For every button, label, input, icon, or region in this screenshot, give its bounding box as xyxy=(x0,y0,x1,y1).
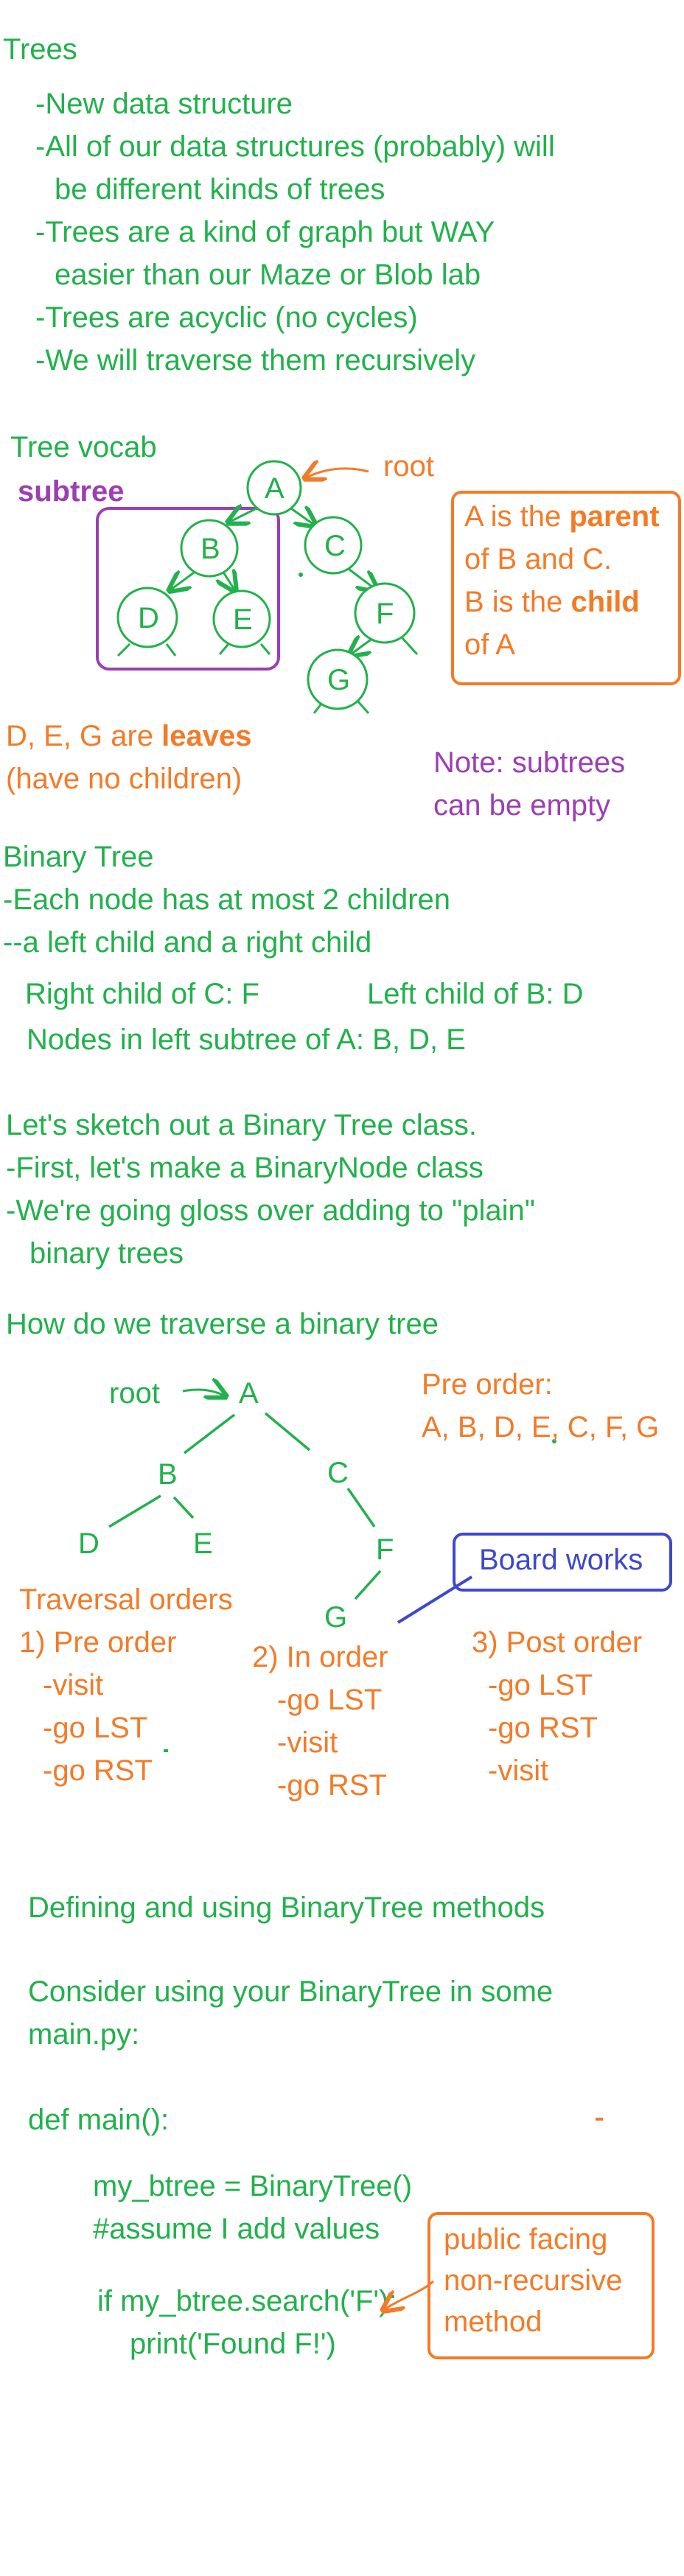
section-title-trees: Trees xyxy=(3,33,77,66)
traverse-node-a: A xyxy=(239,1377,259,1410)
binary-tree-title: Binary Tree xyxy=(3,841,154,873)
subtrees-note-line-1: Note: subtrees xyxy=(433,746,626,779)
vocab-node-g xyxy=(307,648,369,710)
vocab-node-b xyxy=(180,519,239,578)
postorder-step-1: -go LST xyxy=(488,1669,593,1701)
inorder-step-1: -go LST xyxy=(277,1684,383,1716)
preorder-step-1: -visit xyxy=(43,1669,104,1701)
postorder-step-2: -go RST xyxy=(488,1712,598,1744)
traverse-node-f: F xyxy=(376,1533,394,1566)
vocab-node-a-label: A xyxy=(265,472,285,505)
parent-note-line-1: A is the parent xyxy=(464,500,660,533)
board-works-label: Board works xyxy=(479,1544,643,1576)
method-note-line-1: public facing xyxy=(444,2223,608,2255)
traversal-tree-edges xyxy=(108,1412,382,1600)
traverse-node-g: G xyxy=(324,1601,348,1634)
intro-line-6: -Trees are acyclic (no cycles) xyxy=(35,301,418,334)
preorder-step-2: -go LST xyxy=(43,1712,148,1744)
code-line-def-main: def main(): xyxy=(28,2104,170,2136)
traverse-title: How do we traverse a binary tree xyxy=(6,1308,439,1340)
method-note-line-2: non-recursive xyxy=(444,2264,623,2297)
vocab-node-f xyxy=(354,582,416,644)
traverse-root-arrow xyxy=(182,1390,224,1396)
code-line-comment: #assume I add values xyxy=(93,2213,380,2245)
preorder-title: 1) Pre order xyxy=(19,1626,177,1659)
preorder-values: A, B, D, E, C, F, G xyxy=(422,1411,660,1443)
left-child-example: Left child of B: D xyxy=(367,978,584,1010)
parent-note-line-2: of B and C. xyxy=(464,543,613,575)
intro-line-2: -All of our data structures (probably) w… xyxy=(35,130,555,163)
binary-line-1: -Each node has at most 2 children xyxy=(3,883,451,916)
sketch-line-3: -We're going gloss over adding to "plain… xyxy=(6,1194,535,1227)
tree-vocab-title: Tree vocab xyxy=(10,431,157,463)
code-line-print: print('Found F!') xyxy=(130,2328,336,2360)
inorder-step-2: -visit xyxy=(277,1726,338,1759)
root-label: root xyxy=(383,450,434,483)
sketch-line-2: -First, let's make a BinaryNode class xyxy=(6,1152,484,1184)
method-note-line-3: method xyxy=(444,2306,542,2338)
search-note-arrow xyxy=(385,2280,434,2309)
left-subtree-example: Nodes in left subtree of A: B, D, E xyxy=(27,1023,466,1056)
vocab-node-d xyxy=(116,587,178,648)
sketch-line-4: binary trees xyxy=(29,1237,184,1270)
postorder-step-3: -visit xyxy=(488,1754,549,1787)
leaves-note-line-1: D, E, G are leaves xyxy=(6,720,252,752)
inorder-title: 2) In order xyxy=(252,1641,388,1673)
right-child-example: Right child of C: F xyxy=(25,978,259,1010)
traverse-root-label: root xyxy=(109,1377,160,1410)
parent-child-note-box: A is the parent of B and C. B is the chi… xyxy=(451,491,681,685)
vocab-node-a xyxy=(246,460,302,516)
parent-note-line-3: B is the child xyxy=(464,586,640,618)
subtree-box xyxy=(96,507,280,671)
methods-title: Defining and using BinaryTree methods xyxy=(28,1891,545,1924)
root-arrow xyxy=(307,469,369,477)
code-line-btree: my_btree = BinaryTree() xyxy=(93,2170,413,2202)
consider-line-1: Consider using your BinaryTree in some xyxy=(28,1975,554,2008)
consider-line-2: main.py: xyxy=(28,2018,140,2051)
subtrees-note-line-2: can be empty xyxy=(433,789,611,822)
leaves-note-line-2: (have no children) xyxy=(6,763,242,795)
vocab-node-d-label: D xyxy=(138,602,159,634)
preorder-step-3: -go RST xyxy=(43,1754,153,1787)
public-method-note-box: public facing non-recursive method xyxy=(427,2212,655,2359)
vocab-node-g-label: G xyxy=(327,664,351,696)
intro-line-3: be different kinds of trees xyxy=(55,173,385,206)
intro-line-5: easier than our Maze or Blob lab xyxy=(55,259,481,291)
inorder-step-3: -go RST xyxy=(277,1769,387,1802)
vocab-nodes-layer xyxy=(116,460,416,710)
traversal-orders-title: Traversal orders xyxy=(19,1583,233,1616)
binary-line-2: --a left child and a right child xyxy=(3,926,372,959)
traverse-node-e: E xyxy=(193,1527,213,1560)
vocab-node-f-label: F xyxy=(376,598,394,630)
subtree-label: subtree xyxy=(18,475,125,508)
vocab-node-e-label: E xyxy=(233,603,253,636)
board-works-box: Board works xyxy=(453,1533,672,1592)
traverse-node-c: C xyxy=(327,1457,349,1489)
sketch-line-1: Let's sketch out a Binary Tree class. xyxy=(6,1109,478,1141)
code-line-search: if my_btree.search('F'): xyxy=(97,2285,397,2317)
traverse-node-d: D xyxy=(78,1527,100,1560)
postorder-title: 3) Post order xyxy=(472,1626,643,1659)
parent-note-line-4: of A xyxy=(464,629,515,661)
intro-line-1: -New data structure xyxy=(35,88,293,120)
preorder-label: Pre order: xyxy=(422,1368,553,1401)
vocab-node-b-label: B xyxy=(200,533,220,565)
vocab-node-c-label: C xyxy=(324,530,346,562)
intro-line-4: -Trees are a kind of graph but WAY xyxy=(35,216,495,248)
intro-line-7: -We will traverse them recursively xyxy=(35,344,476,377)
traverse-node-b: B xyxy=(158,1458,178,1491)
vocab-node-e xyxy=(212,589,271,648)
vocab-node-c xyxy=(304,516,363,575)
